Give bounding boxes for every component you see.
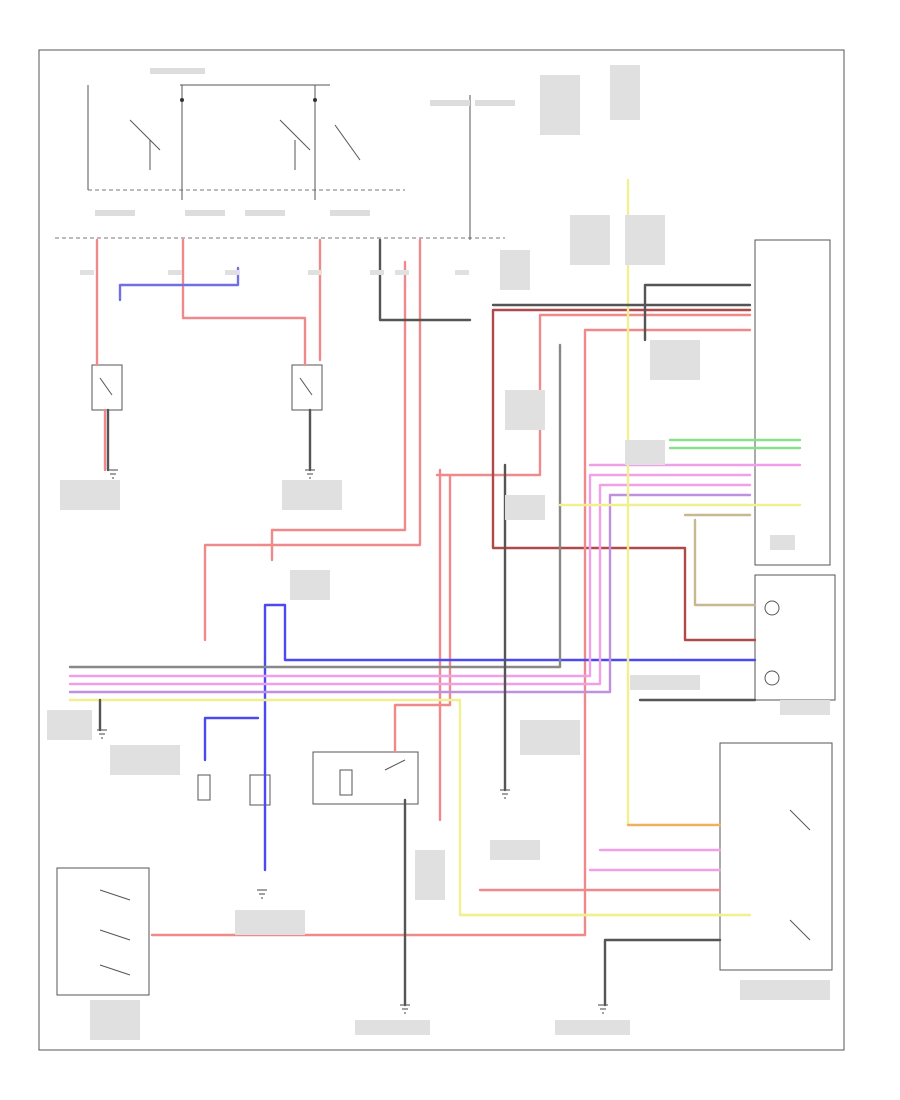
wire-pink-bus-2 — [68, 483, 752, 686]
wire-black-top — [643, 283, 752, 342]
auto-light-sensor-box — [754, 574, 836, 701]
indicator-1 — [197, 774, 211, 801]
wire-grey-bus — [68, 343, 562, 669]
wire-red-switch-bottom — [150, 328, 752, 937]
diagram-border — [38, 49, 845, 1051]
fuse-node-1 — [180, 98, 184, 102]
combination-meter — [719, 742, 833, 971]
right-headlight-relay — [291, 364, 323, 411]
sensor-icon-top — [764, 600, 780, 616]
wire-yellow-bus — [68, 698, 752, 917]
fuse-node-2 — [313, 98, 317, 102]
dimmer-relay — [249, 774, 271, 806]
headlight-switch-panel — [56, 867, 150, 996]
wire-red-left-headlight — [95, 238, 107, 472]
wire-purple-bus — [68, 493, 752, 694]
wire-blue-center — [263, 603, 757, 872]
label-ticks — [47, 65, 830, 1040]
wire-purple-left — [118, 266, 240, 302]
wire-black-meter — [603, 938, 722, 1007]
body-ecu-box — [754, 239, 831, 566]
pass-switch-box — [312, 751, 419, 805]
ground-symbols — [97, 469, 608, 1014]
sensor-icon-bottom — [764, 670, 780, 686]
wire-blue-left — [203, 716, 260, 762]
wire-pink-bus-1 — [68, 473, 752, 678]
wire-dark-red — [491, 308, 757, 642]
fuse-labels — [95, 68, 515, 216]
indicator-2 — [339, 769, 353, 796]
fuse-box — [55, 84, 505, 240]
wire-tan-bus — [683, 513, 757, 607]
wire-red-loop — [203, 238, 422, 642]
wire-black-mid — [378, 238, 472, 322]
wires — [68, 178, 802, 1007]
wire-red-right-relay — [181, 238, 307, 367]
